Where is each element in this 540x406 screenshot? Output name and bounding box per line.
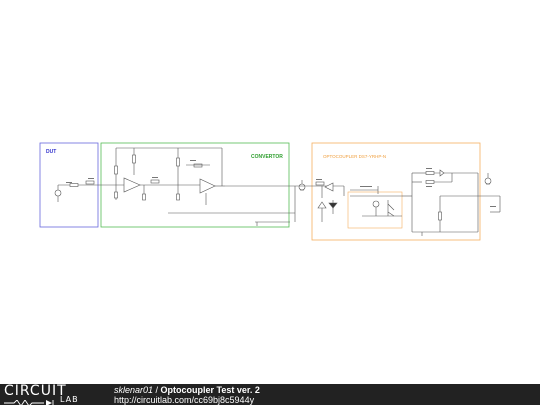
circuitlab-logo-lab: LAB — [60, 395, 79, 404]
title-separator: / — [153, 385, 161, 395]
converter-label: CONVERTOR — [251, 154, 283, 160]
component-annotations — [66, 160, 496, 207]
circuitlab-logo-text: CIRCUIT — [4, 383, 67, 399]
author-link[interactable]: sklenar01 — [114, 385, 154, 395]
circuit-url[interactable]: http://circuitlab.com/cc69bj8c5944y — [114, 395, 255, 405]
dut-label: DUT — [46, 149, 56, 155]
optocoupler-label: OPTOCOUPLER DS7-YRHP-N — [323, 154, 386, 159]
circuit-title-line: sklenar01 / Optocoupler Test ver. 2 — [114, 385, 260, 395]
circuit-title: Optocoupler Test ver. 2 — [160, 385, 260, 395]
wiring — [54, 147, 501, 236]
schematic-diagram: DUT CONVERTOR OPTOCOUPLER DS7-YRHP-N — [39, 142, 501, 241]
footer-bar: CIRCUIT LAB sklenar01 / Optocoupler Test… — [0, 383, 540, 406]
schematic-canvas: DUT CONVERTOR OPTOCOUPLER DS7-YRHP-N — [39, 142, 501, 241]
optocoupler-block — [311, 142, 481, 241]
optocoupler-inner-block — [347, 191, 403, 229]
resistor-logo-icon — [4, 400, 54, 406]
